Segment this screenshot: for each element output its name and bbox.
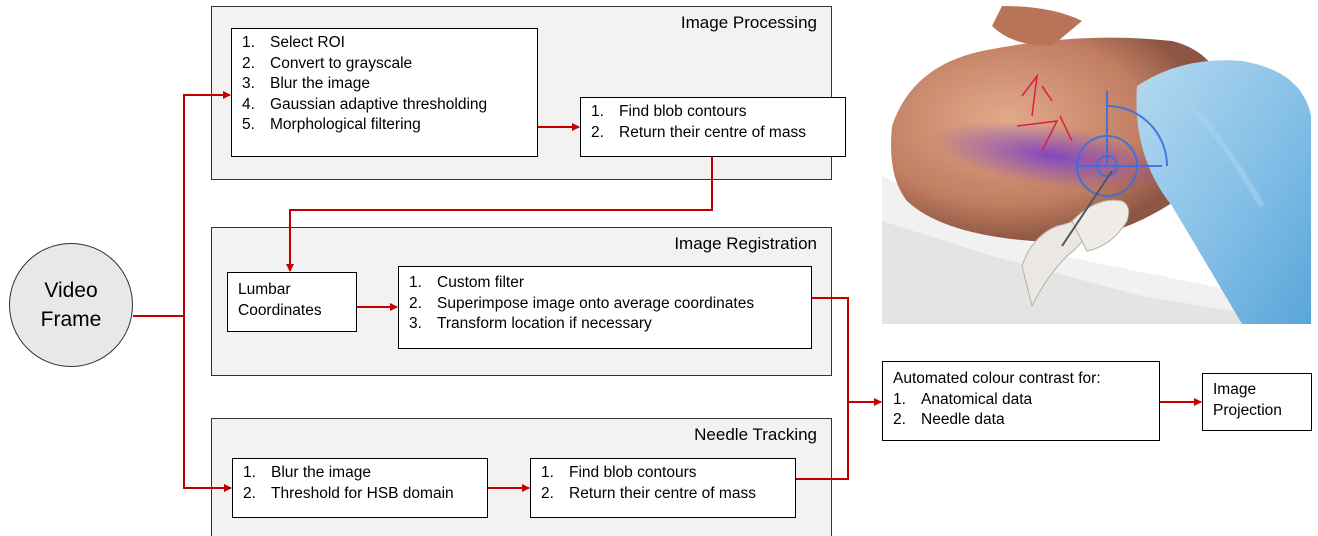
list-item: 2.Return their centre of mass — [541, 484, 756, 502]
video-frame-node: Video Frame — [9, 243, 133, 367]
contrast-heading: Automated colour contrast for: — [893, 370, 1101, 387]
list-item: 1.Blur the image — [243, 464, 371, 481]
list-item: 5.Morphological filtering — [242, 116, 421, 133]
list-item: 2.Return their centre of mass — [591, 123, 806, 141]
arrow-nt-blob-to-merge — [796, 402, 849, 480]
nt-blur-box: 1.Blur the image 2.Threshold for HSB dom… — [232, 458, 488, 518]
list-item: 3.Blur the image — [242, 75, 370, 92]
list-item: 2.Threshold for HSB domain — [243, 484, 454, 502]
needle-guidance-illustration — [882, 6, 1311, 324]
video-frame-label-line1: Video — [44, 279, 98, 302]
custom-filter-box: 1.Custom filter 2.Superimpose image onto… — [398, 266, 812, 349]
nt-blob-contours-box: 1.Find blob contours 2.Return their cent… — [530, 458, 796, 518]
video-frame-label-line2: Frame — [40, 308, 102, 331]
list-item: 1.Custom filter — [409, 274, 524, 291]
colour-contrast-box: Automated colour contrast for: 1.Anatomi… — [882, 361, 1160, 441]
needle-tracking-title: Needle Tracking — [694, 425, 817, 444]
list-item: 2.Superimpose image onto average coordin… — [409, 294, 755, 312]
lumbar-label-line2: Coordinates — [238, 301, 322, 319]
list-item: 1.Find blob contours — [541, 464, 697, 481]
image-projection-box: Image Projection — [1202, 373, 1312, 431]
arrow-video-to-roi — [183, 91, 231, 316]
image-processing-title: Image Processing — [680, 13, 817, 32]
list-item: 1.Select ROI — [242, 34, 345, 51]
arrow-video-to-blur — [183, 316, 232, 492]
projection-label-line2: Projection — [1213, 401, 1282, 419]
list-item: 1.Anatomical data — [893, 390, 1033, 408]
list-item: 3.Transform location if necessary — [409, 315, 652, 332]
ip-blob-contours-box: 1.Find blob contours 2.Return their cent… — [580, 97, 846, 157]
projection-label-line1: Image — [1213, 381, 1257, 398]
lumbar-label-line1: Lumbar — [238, 281, 291, 298]
arrow-filter-to-merge — [812, 297, 849, 402]
preprocessing-steps-box: 1.Select ROI 2.Convert to grayscale 3.Bl… — [231, 28, 538, 157]
arrow-blob-to-lumbar — [286, 157, 713, 272]
lumbar-coordinates-box: Lumbar Coordinates — [227, 272, 357, 332]
list-item: 1.Find blob contours — [591, 103, 747, 120]
list-item: 2.Needle data — [893, 411, 1005, 428]
list-item: 4.Gaussian adaptive thresholding — [242, 95, 488, 113]
image-registration-title: Image Registration — [674, 234, 817, 253]
list-item: 2.Convert to grayscale — [242, 54, 413, 72]
